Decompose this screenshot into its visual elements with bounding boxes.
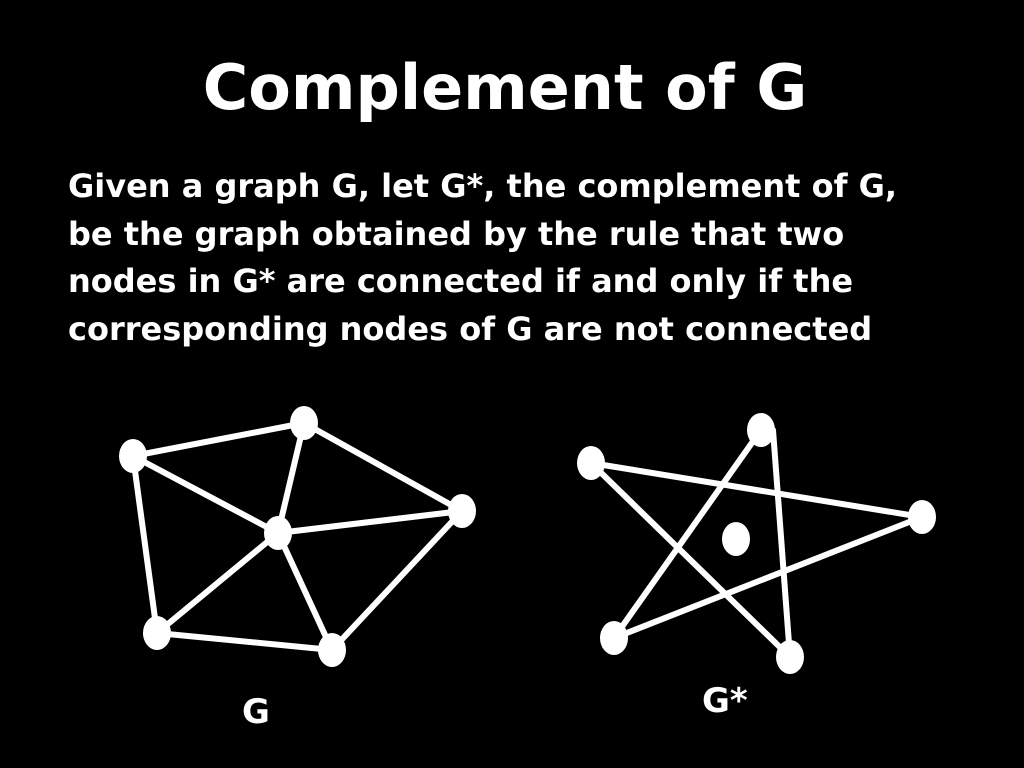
graph-g-complement-node bbox=[600, 621, 628, 655]
graph-g-complement-node bbox=[747, 413, 775, 447]
graph-g-label: G bbox=[242, 692, 270, 732]
graph-g-edge bbox=[275, 508, 465, 536]
definition-line-1: Given a graph G, let G*, the complement … bbox=[68, 167, 898, 205]
definition-text: Given a graph G, let G*, the complement … bbox=[68, 163, 988, 353]
graph-g-edge bbox=[154, 530, 281, 636]
graph-g-complement-edge bbox=[611, 427, 764, 641]
graph-g-complement-node bbox=[722, 522, 750, 556]
graph-g-edge bbox=[275, 420, 307, 536]
definition-line-3: nodes in G* are connected if and only if… bbox=[68, 262, 854, 300]
graph-g-complement-node bbox=[908, 500, 936, 534]
graph-g-edge bbox=[275, 530, 335, 653]
definition-line-4: corresponding nodes of G are not connect… bbox=[68, 309, 873, 348]
graph-g-node bbox=[143, 616, 171, 650]
graph-g-edge bbox=[130, 453, 281, 536]
graph-g-edge bbox=[154, 630, 335, 653]
definition-line-2: be the graph obtained by the rule that t… bbox=[68, 214, 845, 253]
graph-g-complement-edge bbox=[588, 460, 925, 520]
graph-g-complement-edge bbox=[611, 514, 925, 641]
graph-g-complement bbox=[577, 413, 936, 674]
slide-title: Complement of G bbox=[202, 51, 808, 124]
graph-g-complement-edge bbox=[588, 460, 793, 660]
graph-g bbox=[119, 406, 476, 667]
graph-g-edge bbox=[301, 420, 465, 514]
graph-g-edge bbox=[130, 420, 307, 459]
graph-g-complement-label: G* bbox=[702, 681, 748, 721]
graph-g-node bbox=[264, 516, 292, 550]
graph-g-complement-node bbox=[577, 446, 605, 480]
graph-g-node bbox=[448, 494, 476, 528]
graph-g-edge bbox=[130, 453, 160, 636]
graph-g-complement-edge bbox=[770, 427, 793, 660]
graph-g-complement-node bbox=[776, 640, 804, 674]
graph-g-node bbox=[119, 439, 147, 473]
graph-g-node bbox=[318, 633, 346, 667]
graph-g-node bbox=[290, 406, 318, 440]
graph-g-edge bbox=[329, 508, 465, 653]
